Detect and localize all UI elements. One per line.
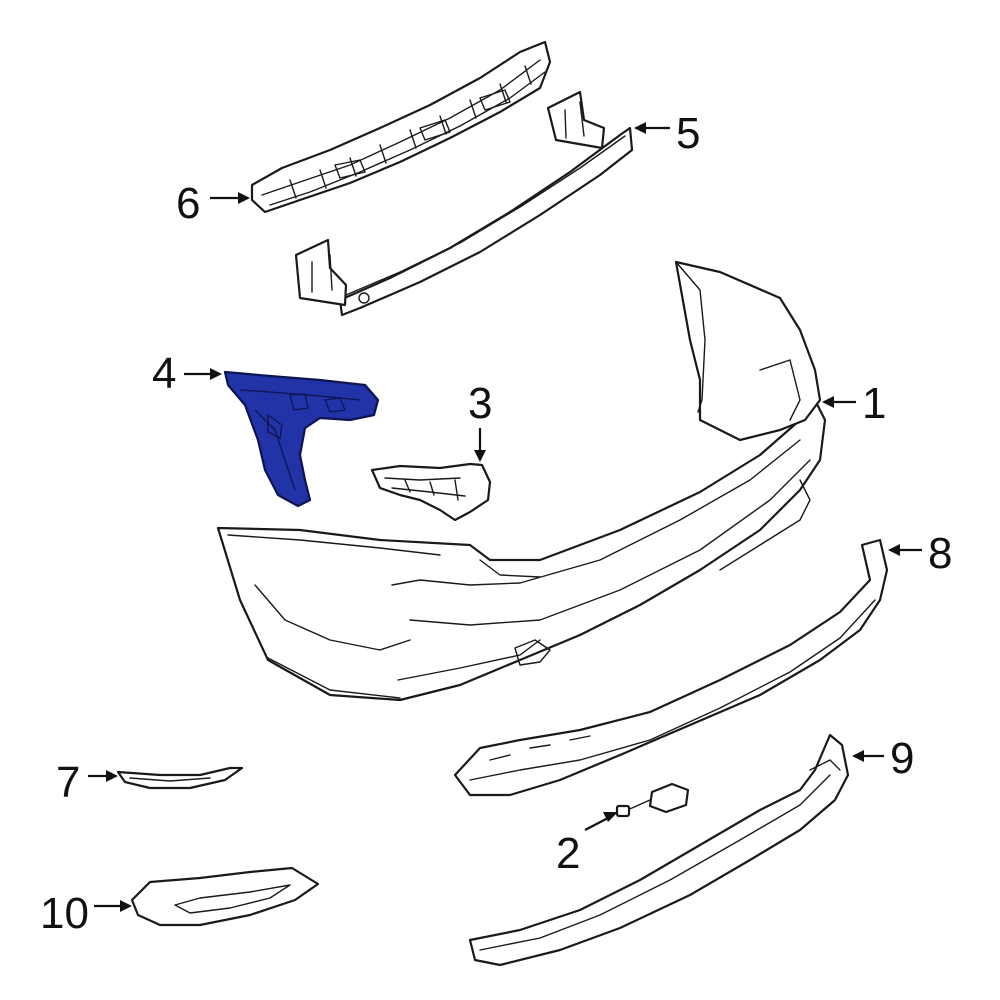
part-7-trim-strip[interactable] <box>116 766 244 790</box>
part-1-bumper-cover[interactable] <box>216 260 827 702</box>
callout-label-8: 8 <box>928 529 952 578</box>
callout-1: 1 <box>822 379 886 428</box>
callout-10: 10 <box>40 889 132 938</box>
part-8-lower-valance[interactable] <box>453 538 889 797</box>
callout-6: 6 <box>176 179 250 228</box>
callout-label-9: 9 <box>890 734 914 783</box>
callout-label-5: 5 <box>676 109 700 158</box>
part-3-bracket[interactable] <box>370 462 492 522</box>
callout-7: 7 <box>56 758 118 807</box>
callout-label-2: 2 <box>556 829 580 878</box>
callout-label-7: 7 <box>56 758 80 807</box>
callout-4: 4 <box>152 349 222 398</box>
callout-9: 9 <box>852 734 914 783</box>
callout-2: 2 <box>556 812 618 878</box>
callout-label-6: 6 <box>176 179 200 228</box>
part-9-lower-trim[interactable] <box>468 733 850 967</box>
callout-3: 3 <box>468 379 492 462</box>
callout-8: 8 <box>888 529 952 578</box>
part-10-reflector-bezel[interactable] <box>130 866 320 927</box>
callout-label-3: 3 <box>468 379 492 428</box>
callout-label-4: 4 <box>152 349 176 398</box>
part-6-energy-absorber[interactable] <box>250 40 552 214</box>
part-2-sensor[interactable] <box>615 782 690 818</box>
callout-label-10: 10 <box>40 889 89 938</box>
part-5-reinforcement-beam[interactable] <box>294 90 634 317</box>
callout-5: 5 <box>634 109 700 158</box>
part-4-bracket[interactable] <box>223 370 380 508</box>
callout-label-1: 1 <box>862 379 886 428</box>
